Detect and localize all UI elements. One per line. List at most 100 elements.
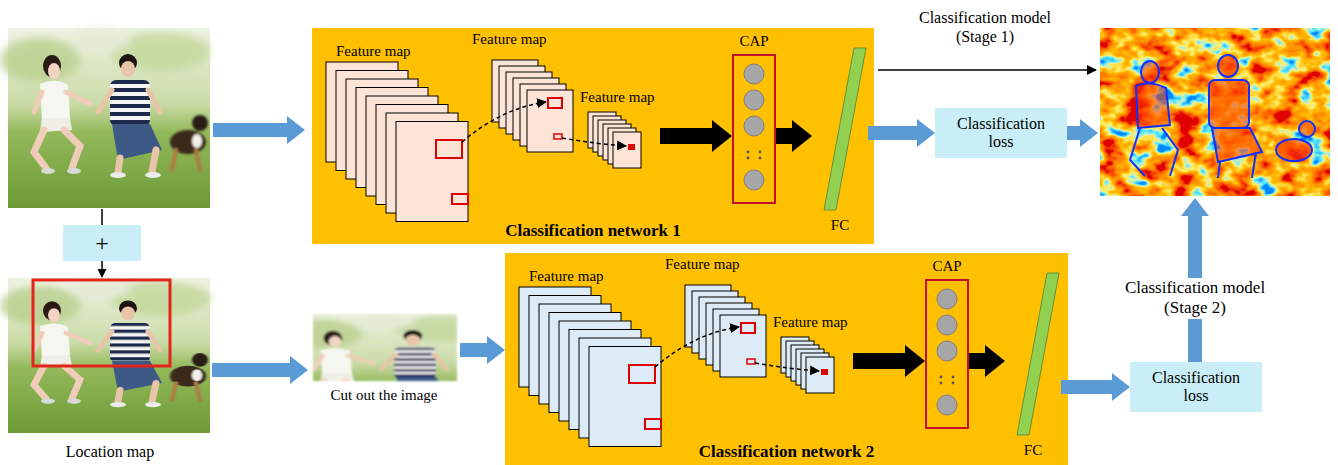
cropped-photo	[313, 314, 457, 381]
ellipsis-dot	[747, 151, 750, 154]
feature-map-drawing	[396, 122, 468, 222]
neuron-circle	[937, 289, 957, 309]
neuron-circle	[744, 116, 764, 136]
location-map-photo	[0, 278, 210, 433]
stack-label: Feature map	[322, 42, 474, 60]
image-panel: Location map	[8, 278, 212, 465]
fc-shape	[1005, 269, 1061, 459]
cropped-photo	[278, 313, 499, 434]
block-arrow	[1067, 119, 1098, 147]
feature-map-stack: Feature map	[515, 267, 667, 451]
fc-parallelogram	[1017, 273, 1059, 435]
network-panel: Classification network 2Feature mapFeatu…	[505, 253, 1068, 465]
fc-layer: FC	[1005, 269, 1061, 459]
input-photo	[0, 28, 210, 208]
box-label: Classification loss	[1138, 369, 1254, 405]
neuron-circle	[744, 170, 764, 190]
feature-map-drawing	[720, 315, 766, 377]
neuron-circle	[937, 315, 957, 335]
feature-map-drawing	[505, 253, 1068, 465]
stack-label: Feature map	[472, 30, 576, 48]
feature-map-stack: Feature map	[773, 313, 853, 397]
feature-map-drawing	[741, 323, 755, 333]
loss-box: Classification loss	[1130, 362, 1262, 412]
layer-label: FC	[1005, 441, 1061, 459]
ellipsis-dot	[940, 376, 943, 379]
heatmap-image	[1100, 28, 1330, 196]
input-photo	[0, 28, 210, 208]
ellipsis-dot	[952, 376, 955, 379]
feature-map-drawing	[554, 134, 562, 139]
cap-box	[732, 54, 776, 204]
cap-layer: CAP	[732, 32, 776, 208]
feature-map-drawing	[806, 357, 834, 393]
stage-arrow	[878, 69, 1096, 71]
ellipsis-dot	[747, 157, 750, 160]
cropped-photo	[278, 313, 499, 434]
block-arrow	[213, 116, 305, 144]
block-arrow	[660, 120, 732, 152]
feature-map-drawing	[436, 140, 462, 158]
feature-map-drawing	[562, 138, 626, 146]
image-caption: Location map	[8, 443, 212, 461]
feature-map-drawing	[821, 369, 828, 375]
heatmap-image	[1136, 83, 1170, 128]
box-label: +	[95, 230, 109, 256]
stack-label: Feature map	[665, 255, 769, 273]
feature-map-drawing	[645, 419, 661, 429]
stack-label: Feature map	[515, 267, 667, 285]
location-map-photo	[0, 278, 210, 433]
ellipsis-dot	[759, 157, 762, 160]
neuron-circles	[734, 56, 774, 202]
cap-box	[925, 279, 969, 429]
feature-map-stack: Feature map	[580, 88, 660, 172]
heatmap-image	[1130, 55, 1315, 178]
stack-label: Feature map	[773, 313, 853, 331]
feature-map-drawing	[589, 347, 661, 447]
image-panel: Cut out the image	[308, 312, 460, 406]
arrow-line	[98, 261, 107, 278]
heatmap-image	[1130, 128, 1178, 176]
location-map-photo	[0, 278, 210, 433]
heatmap-image	[1299, 121, 1315, 137]
panel-title: Classification network 2	[505, 442, 1068, 462]
feature-map-drawing	[312, 28, 874, 244]
feature-map-drawing	[629, 365, 655, 383]
feature-map-drawing	[613, 132, 641, 168]
feature-map-stack: Feature map	[472, 30, 576, 156]
box-label: Classification loss	[943, 115, 1059, 151]
layer-label: CAP	[925, 257, 969, 275]
neuron-circles	[927, 281, 967, 427]
heatmap-image	[1100, 28, 1330, 196]
arrow-line	[98, 261, 107, 278]
down-line	[101, 209, 103, 225]
panel-title: Classification network 1	[312, 221, 874, 241]
feature-map-drawing	[755, 363, 819, 371]
loss-box: Classification loss	[935, 108, 1067, 158]
feature-map-stack: Feature map	[665, 255, 769, 381]
fc-parallelogram	[824, 48, 866, 210]
fc-layer: FC	[812, 44, 868, 234]
fc-shape	[812, 44, 868, 234]
ellipsis-dot	[940, 382, 943, 385]
ellipsis-dot	[952, 382, 955, 385]
arrow-label: Classification model (Stage 2)	[1102, 278, 1288, 319]
cap-layer: CAP	[925, 257, 969, 433]
feature-map-drawing	[747, 359, 755, 364]
block-arrow	[776, 120, 812, 152]
layer-label: CAP	[732, 32, 776, 50]
neuron-circle	[937, 395, 957, 415]
block-arrow	[969, 345, 1005, 377]
stack-label: Feature map	[580, 88, 660, 106]
cropped-photo	[313, 314, 457, 381]
block-arrow	[1061, 373, 1130, 401]
feature-map-drawing	[527, 90, 573, 152]
feature-map-drawing	[462, 102, 546, 142]
heatmap-image	[1218, 152, 1256, 178]
heatmap-image	[1276, 139, 1312, 161]
heatmap-image	[1141, 61, 1159, 83]
plus-box: +	[63, 225, 141, 261]
network-panel: Classification network 1Feature mapFeatu…	[312, 28, 874, 244]
block-arrow	[868, 119, 935, 147]
block-arrow	[853, 345, 925, 377]
